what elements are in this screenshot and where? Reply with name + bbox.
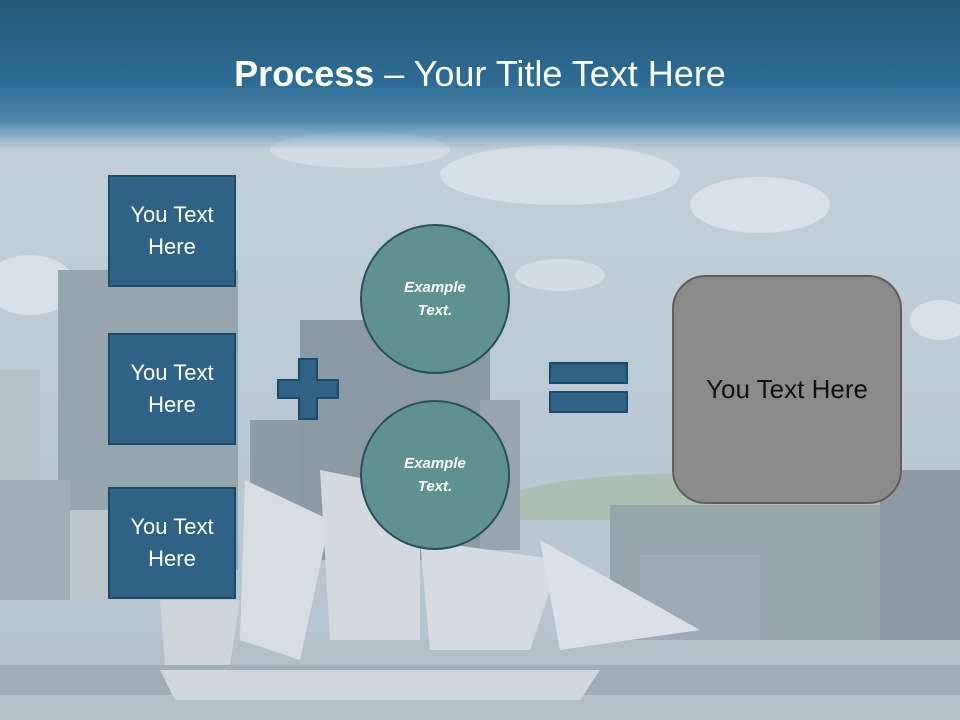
example-circle-2-label: Example Text. [404,455,466,495]
title-rest: – Your Title Text Here [374,53,726,94]
title-bar [0,0,960,150]
example-circle-1-label: Example Text. [404,279,466,319]
example-circle-2[interactable]: Example Text. [360,400,510,550]
result-box[interactable]: You Text Here [672,275,902,504]
text-box-1[interactable]: You Text Here [108,175,236,287]
plus-icon [277,358,339,420]
slide-title: Process – Your Title Text Here [0,52,960,96]
text-box-1-label: You Text Here [130,202,214,259]
text-box-3-label: You Text Here [130,514,214,571]
example-circle-1[interactable]: Example Text. [360,224,510,374]
result-box-label: You Text Here [706,374,868,404]
text-box-2-label: You Text Here [130,360,214,417]
text-box-2[interactable]: You Text Here [108,333,236,445]
equals-icon [549,362,628,413]
title-bold: Process [234,53,375,94]
text-box-3[interactable]: You Text Here [108,487,236,599]
